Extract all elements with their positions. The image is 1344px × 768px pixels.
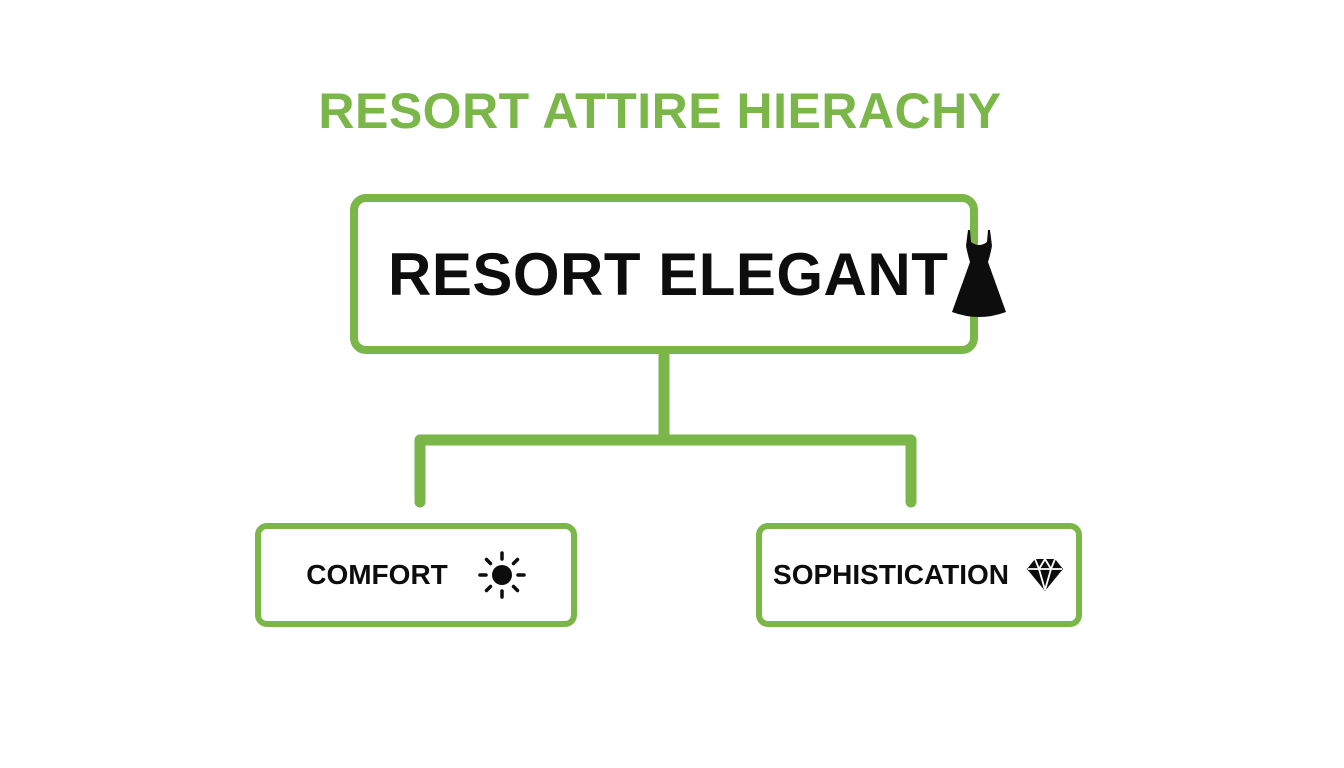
dress-icon [948,228,1010,320]
connector-branch [414,434,917,508]
root-node: RESORT ELEGANT [350,194,1007,354]
child-node-sophistication: SOPHISTICATION [756,523,1082,627]
sun-icon [478,551,526,599]
diamond-icon [1025,557,1065,593]
child-node-comfort: COMFORT [255,523,577,627]
child-node-comfort-label: COMFORT [306,559,448,590]
diagram-title: RESORT ATTIRE HIERACHY [318,83,1002,139]
child-node-sophistication-label: SOPHISTICATION [773,559,1009,590]
root-node-label: RESORT ELEGANT [388,240,949,308]
